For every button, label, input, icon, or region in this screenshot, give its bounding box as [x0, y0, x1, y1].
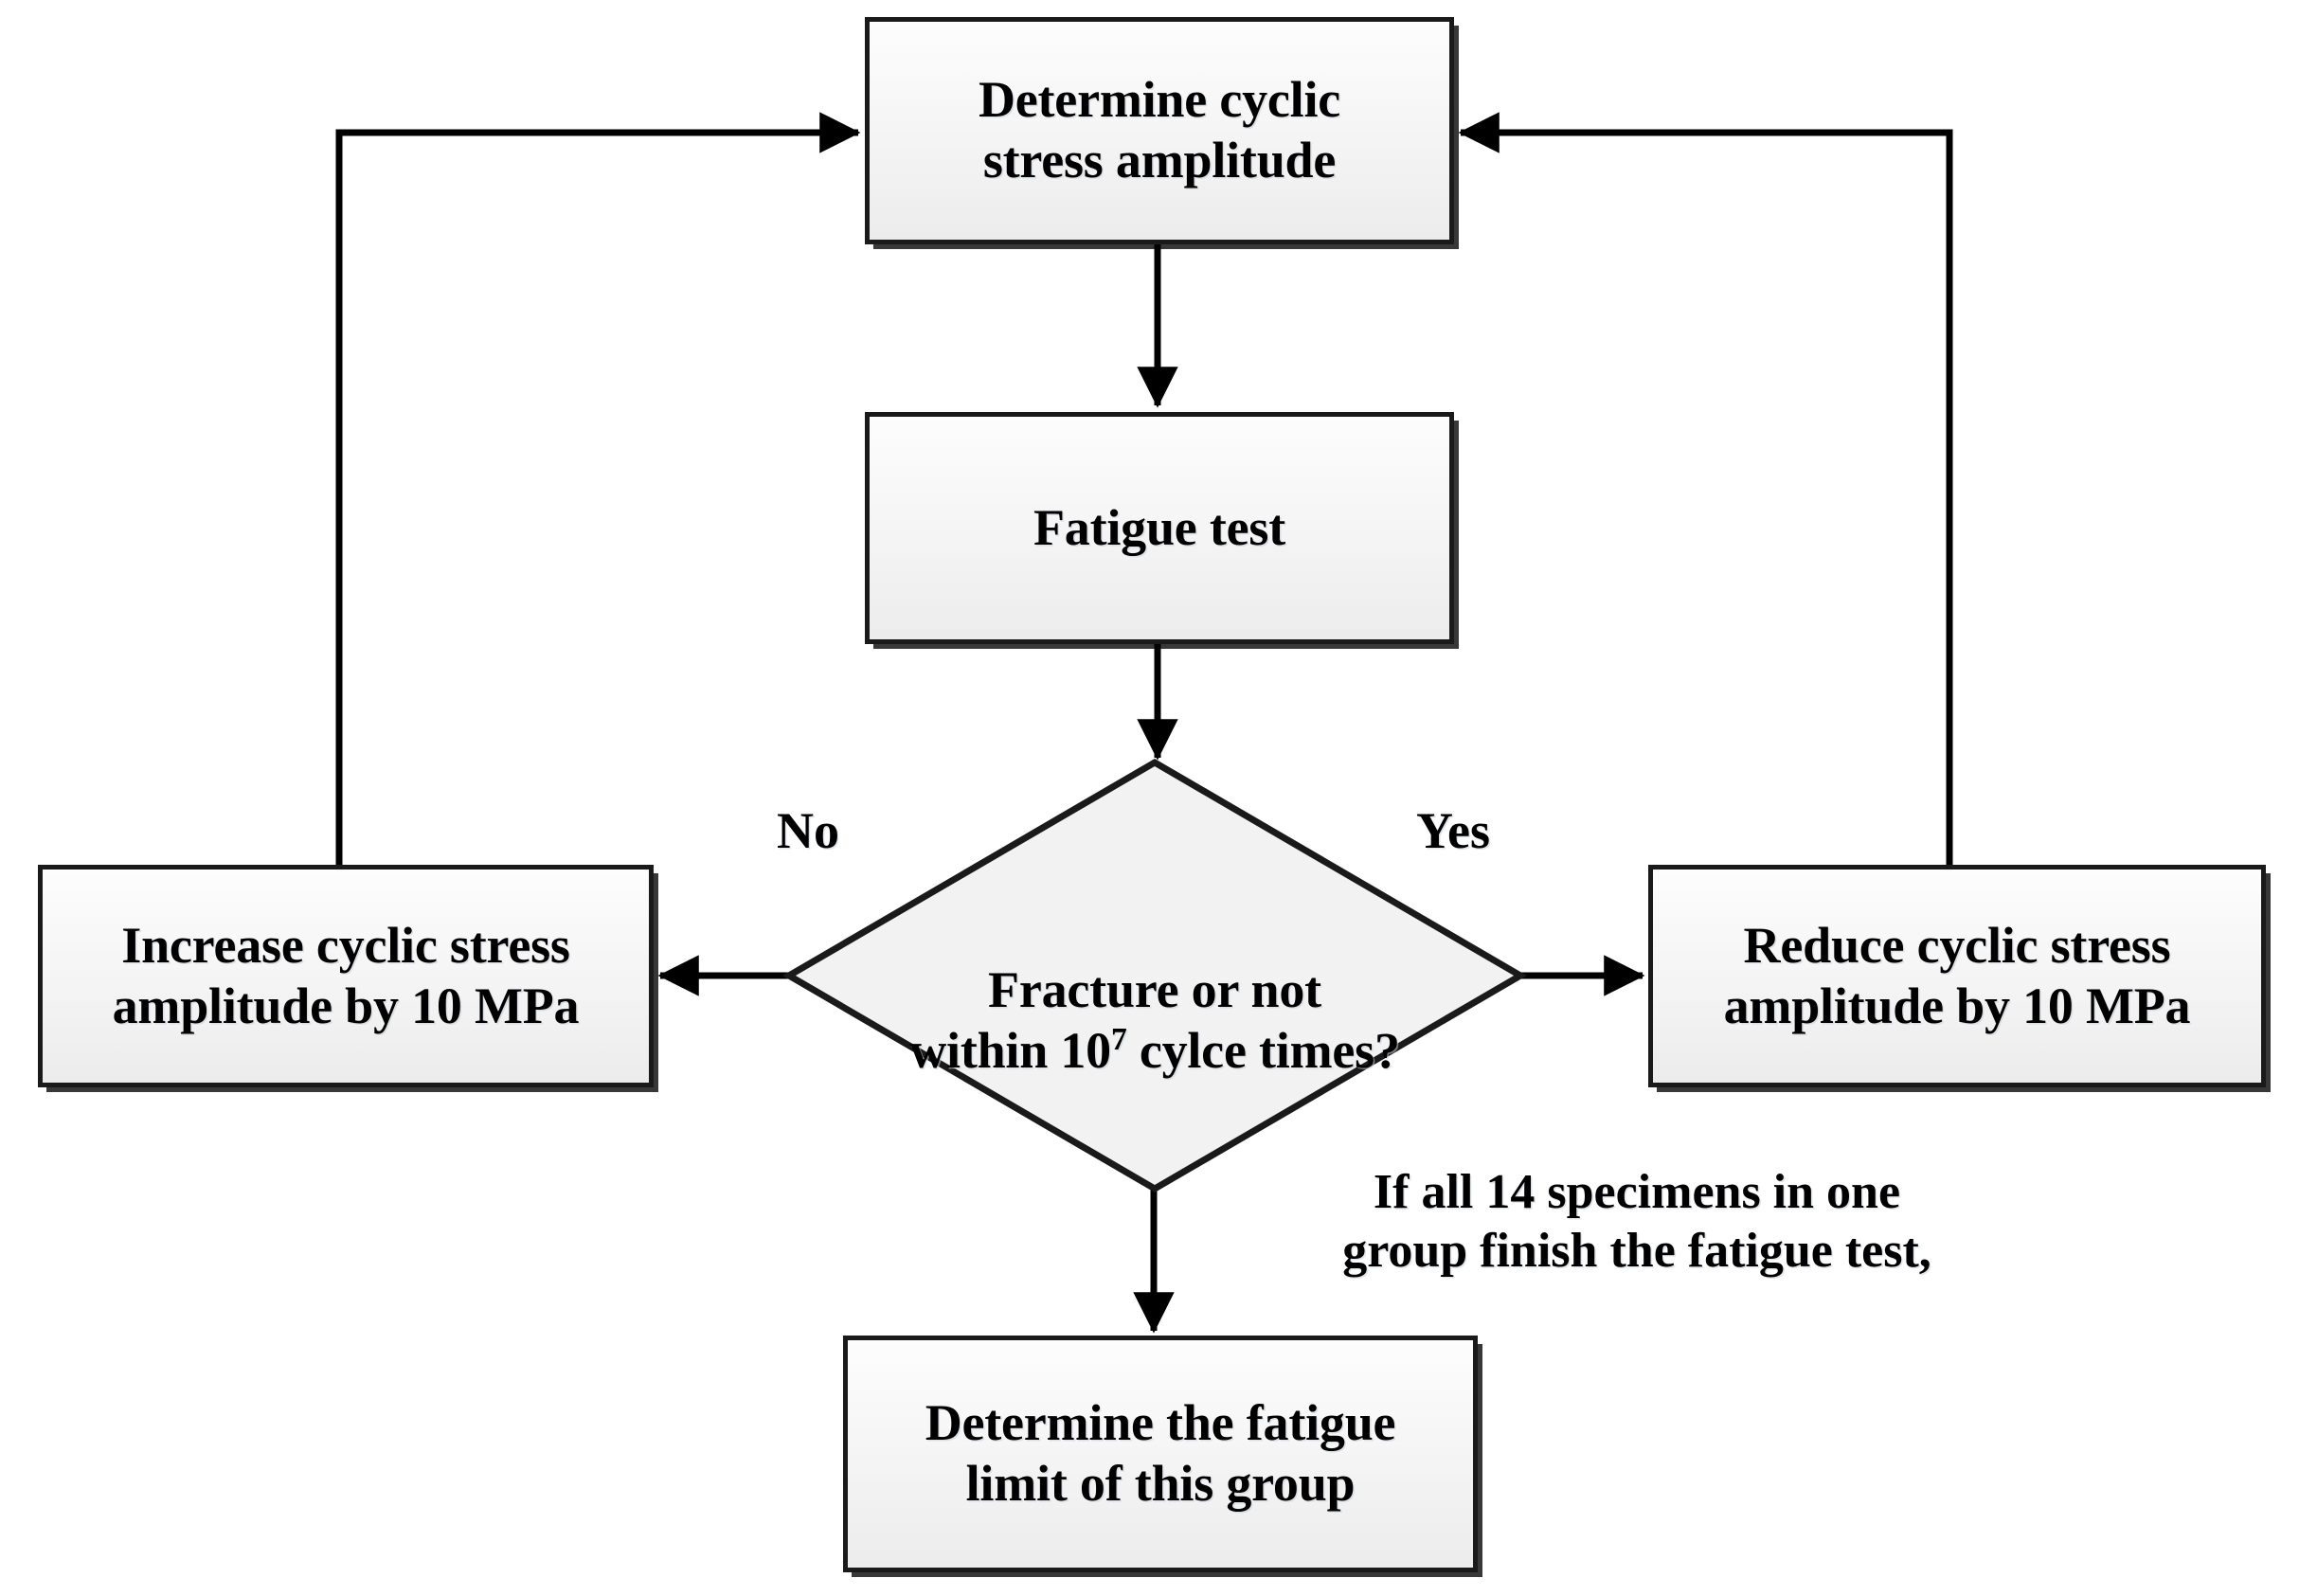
edge-reduce-feedback-loop [1458, 112, 1953, 865]
node-determine-fatigue-limit[interactable]: Determine the fatigue limit of this grou… [843, 1336, 1478, 1572]
node-fatigue-test-label: Fatigue test [1033, 498, 1286, 556]
node-increase-cyclic-stress-amplitude[interactable]: Increase cyclic stress amplitude by 10 M… [38, 865, 654, 1087]
node-increase-cyclic-stress-amplitude-label: Increase cyclic stress amplitude by 10 M… [112, 916, 580, 1034]
edge-increase-feedback-loop [335, 112, 861, 865]
decision-diamond-shape [782, 758, 1527, 1193]
edge-label-no: No [777, 802, 839, 859]
node-determine-cyclic-stress-amplitude[interactable]: Determine cyclic stress amplitude [865, 17, 1454, 244]
node-reduce-cyclic-stress-amplitude[interactable]: Reduce cyclic stress amplitude by 10 MPa [1648, 865, 2266, 1087]
node-fatigue-test[interactable]: Fatigue test [865, 412, 1454, 644]
node-determine-fatigue-limit-label: Determine the fatigue limit of this grou… [925, 1394, 1396, 1512]
edge-label-yes: Yes [1416, 802, 1490, 859]
node-reduce-cyclic-stress-amplitude-label: Reduce cyclic stress amplitude by 10 MPa [1723, 916, 2191, 1034]
annotation-specimens-note: If all 14 specimens in one group finish … [1342, 1165, 1931, 1279]
node-determine-cyclic-stress-amplitude-label: Determine cyclic stress amplitude [978, 71, 1341, 188]
